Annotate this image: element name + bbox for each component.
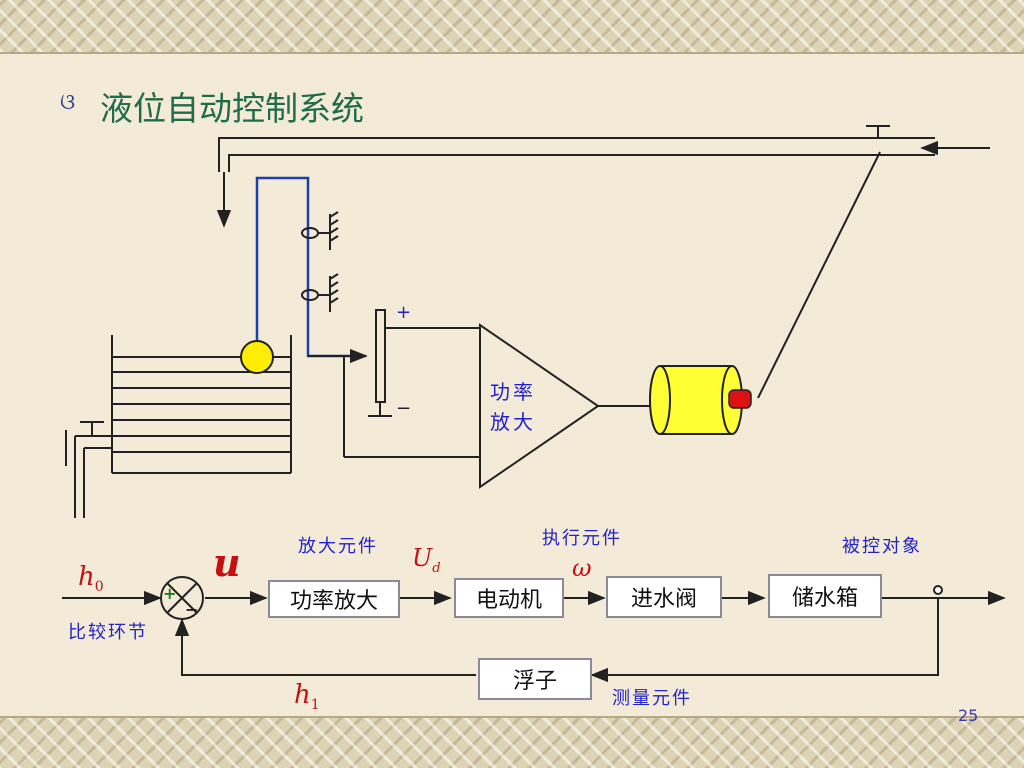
valve-block: 进水阀 — [606, 576, 722, 618]
ground-symbol-lower — [301, 273, 339, 312]
decorative-top-border — [0, 0, 1024, 54]
amplifier-label-line2: 放大 — [490, 410, 536, 434]
plant-stage-label: 被控对象 — [842, 536, 922, 557]
ground-symbol-upper — [301, 211, 339, 250]
slide-title: 液位自动控制系统 — [100, 89, 364, 128]
voltage-symbol: Ud — [412, 544, 441, 576]
tank-block: 储水箱 — [768, 574, 882, 618]
float-block: 浮子 — [478, 658, 592, 700]
motor — [649, 365, 752, 435]
speed-symbol: ω — [572, 554, 592, 582]
potentiometer — [343, 309, 480, 458]
pot-plus-sign: + — [396, 302, 412, 323]
amplifier-label-line1: 功率 — [490, 380, 536, 404]
motor-shaft — [728, 389, 752, 409]
water-tank — [111, 335, 292, 474]
pot-minus-sign: − — [396, 398, 412, 419]
amplifier-symbol — [479, 323, 600, 489]
amplifier-block: 功率放大 — [268, 580, 400, 618]
motor-block: 电动机 — [454, 578, 564, 618]
comparator-plus: + — [163, 584, 177, 603]
bullet-icon: ଓ — [60, 90, 76, 115]
float-ball — [240, 340, 274, 374]
pickoff-point — [933, 585, 943, 595]
comparator-label: 比较环节 — [68, 622, 148, 643]
outlet-tap — [65, 421, 112, 518]
inflow-pipe — [216, 137, 990, 228]
comparator-minus: − — [185, 600, 199, 619]
amplifier-stage-label: 放大元件 — [298, 536, 378, 557]
page-number: 25 — [958, 706, 979, 725]
feedback-symbol: h1 — [294, 680, 320, 714]
actuator-stage-label: 执行元件 — [542, 528, 622, 549]
error-symbol: u — [213, 540, 241, 585]
sensor-stage-label: 测量元件 — [612, 688, 692, 709]
block-diagram-wiring — [62, 590, 1006, 683]
comparator — [160, 576, 204, 620]
float-linkage — [240, 176, 368, 374]
decorative-bottom-border — [0, 716, 1024, 768]
input-symbol: h0 — [78, 562, 104, 596]
inlet-valve — [757, 125, 890, 399]
